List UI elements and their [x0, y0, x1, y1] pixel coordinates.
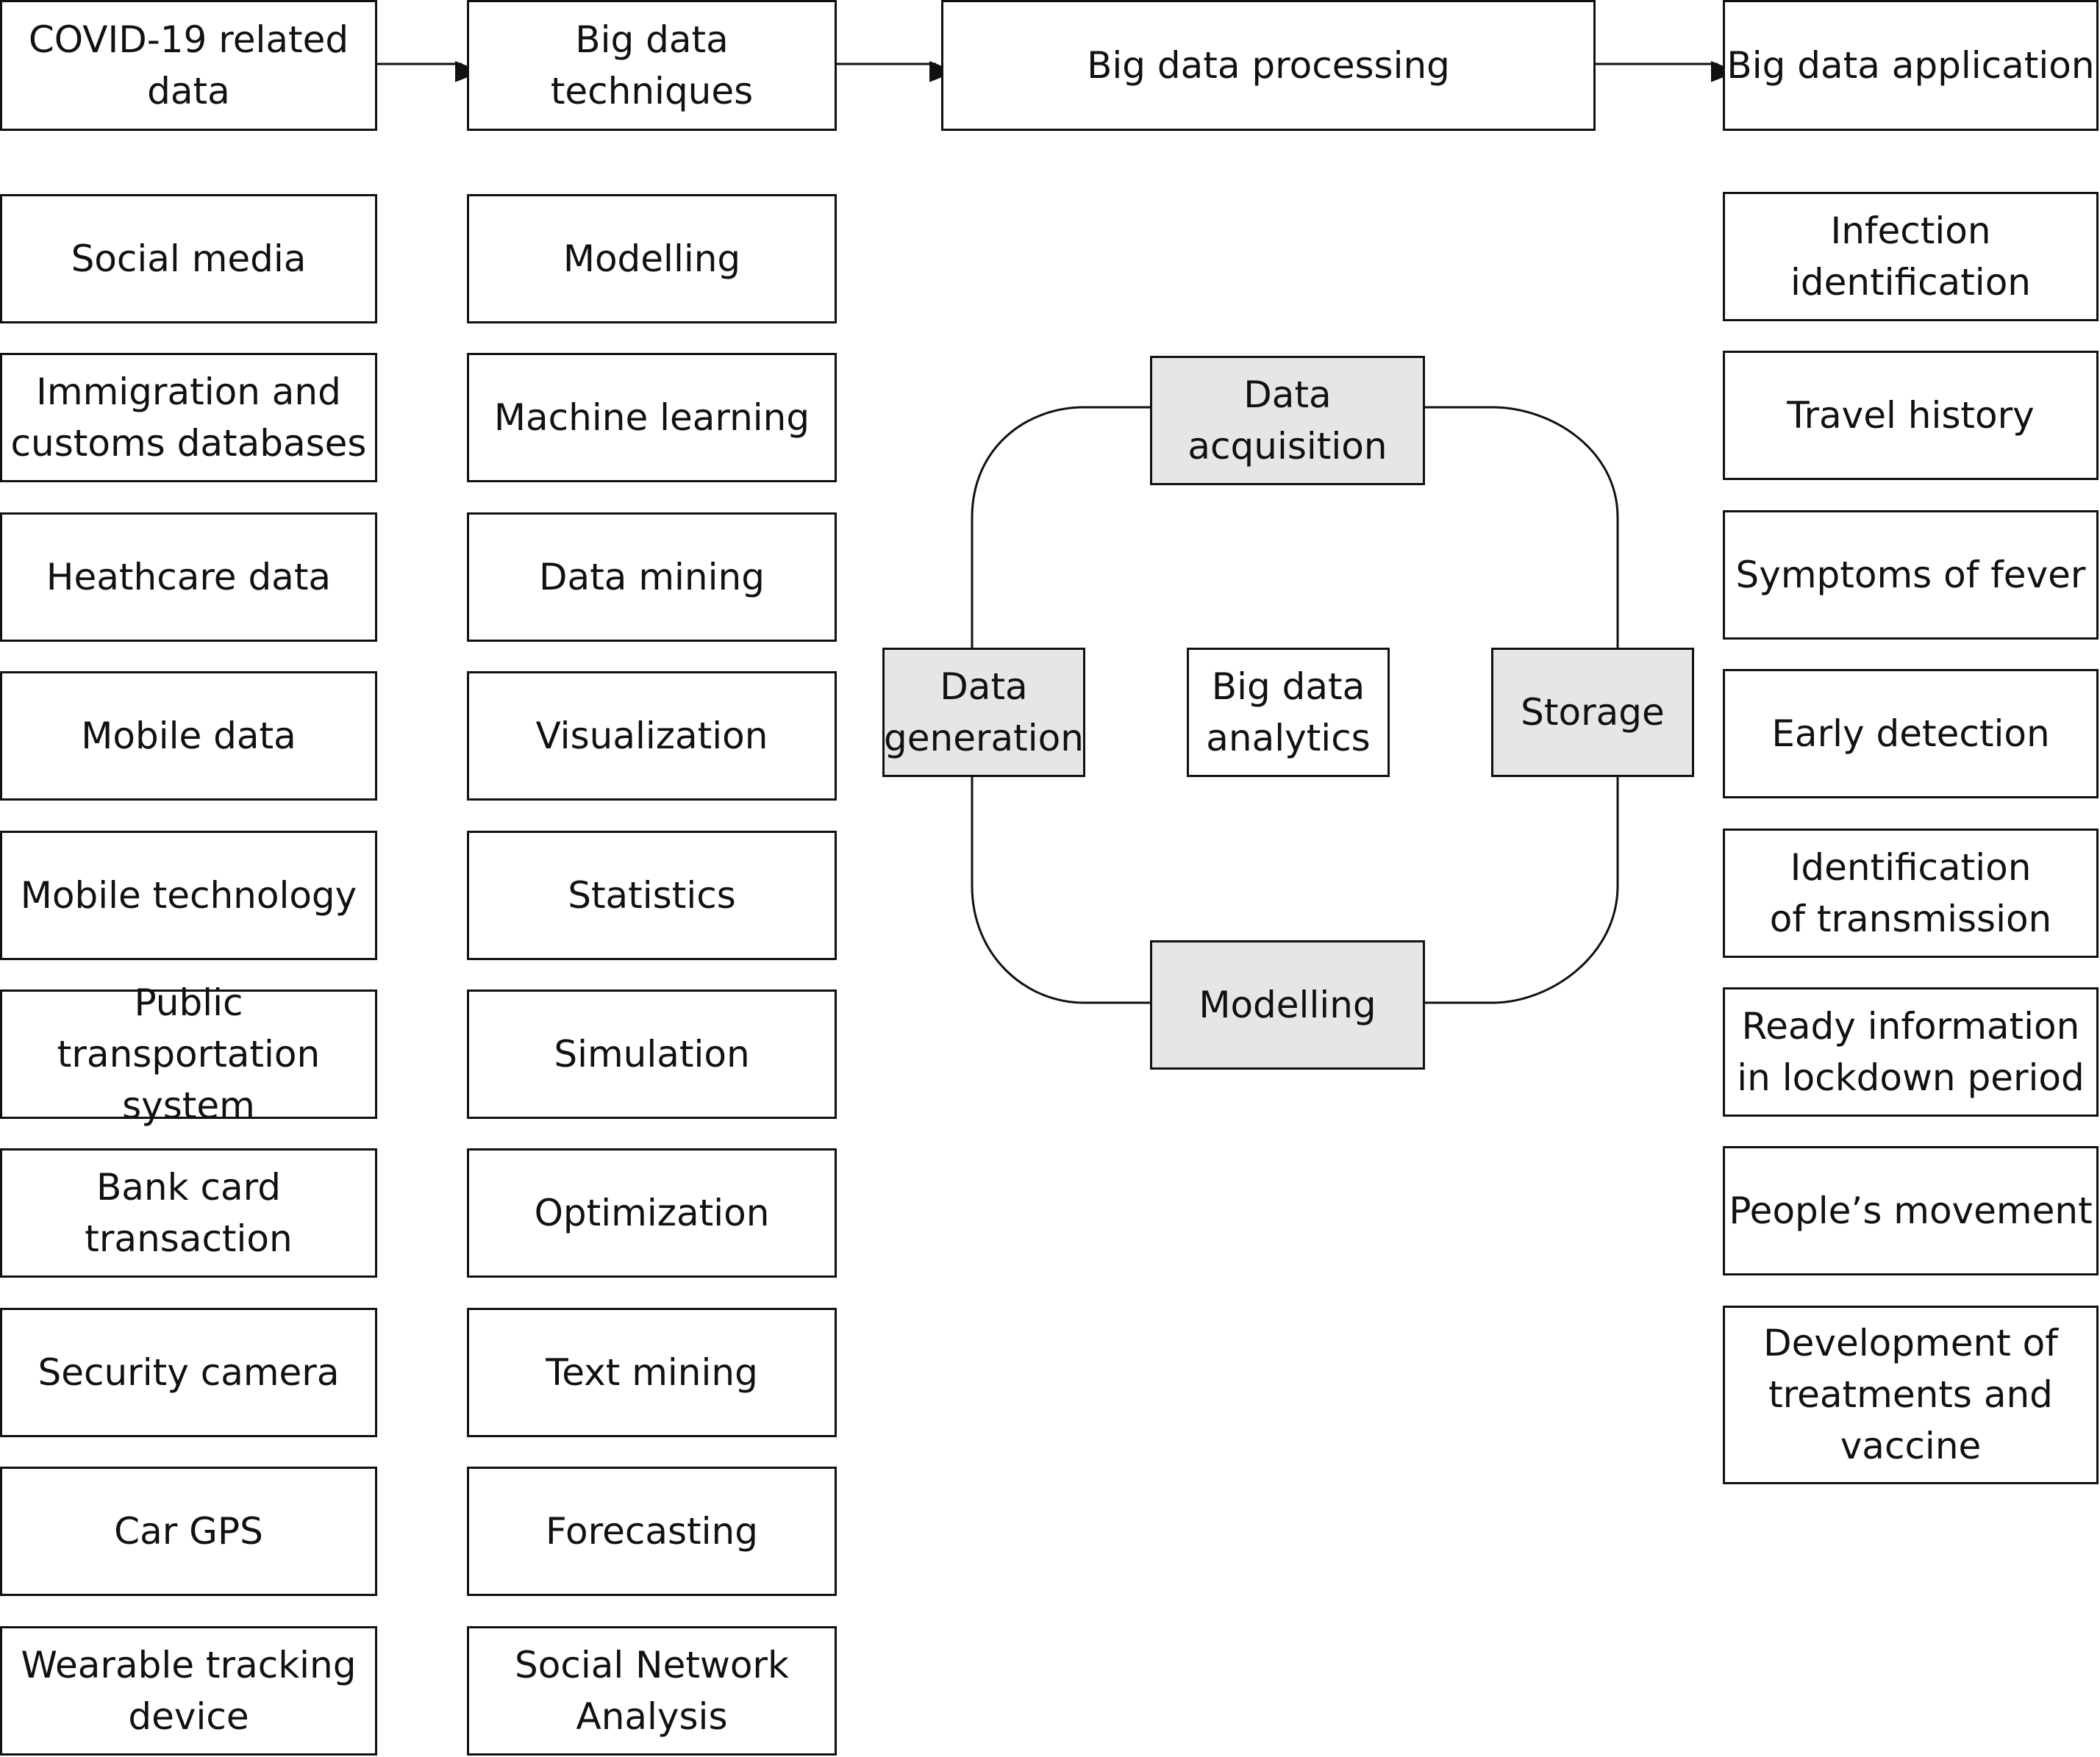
application-box-1: Infection identification: [1723, 192, 2099, 321]
source-box-8: Security camera: [0, 1307, 377, 1437]
technique-box-9: Forecasting: [467, 1467, 837, 1597]
cycle-modelling: Modelling: [1150, 940, 1425, 1070]
source-box-9: Car GPS: [0, 1467, 377, 1597]
application-box-2: Travel history: [1723, 351, 2099, 481]
source-box-6: Public transportation system: [0, 981, 377, 1127]
source-box-5: Mobile technology: [0, 830, 377, 960]
technique-box-3: Data mining: [467, 512, 837, 642]
cycle-big-data-analytics: Big data analytics: [1187, 648, 1390, 777]
technique-box-5: Statistics: [467, 830, 837, 960]
technique-box-4: Visualization: [467, 671, 837, 801]
application-box-4: Early detection: [1723, 669, 2099, 799]
source-box-7: Bank card transaction: [0, 1148, 377, 1278]
technique-box-10: Social Network Analysis: [467, 1625, 837, 1756]
application-box-6: Ready information in lockdown period: [1723, 987, 2099, 1117]
source-box-3: Heathcare data: [0, 512, 377, 642]
technique-box-8: Text mining: [467, 1307, 837, 1437]
header-big-data-application: Big data application: [1723, 0, 2099, 131]
cycle-data-acquisition: Data acquisition: [1150, 356, 1425, 485]
cycle-arc-bottom-left: [971, 777, 1150, 1004]
cycle-arc-bottom-right: [1425, 777, 1619, 1004]
cycle-arc-top-right: [1425, 406, 1619, 648]
cycle-arc-top-left: [971, 406, 1150, 648]
technique-box-2: Machine learning: [467, 353, 837, 483]
application-box-7: People’s movement: [1723, 1146, 2099, 1276]
cycle-data-generation: Data generation: [882, 648, 1085, 777]
source-box-4: Mobile data: [0, 671, 377, 801]
application-box-8: Development of treatments and vaccine: [1723, 1305, 2099, 1484]
source-box-1: Social media: [0, 194, 377, 323]
application-box-3: Symptoms of fever: [1723, 509, 2099, 640]
header-big-data-processing: Big data processing: [941, 0, 1596, 131]
source-box-10: Wearable tracking device: [0, 1625, 377, 1756]
technique-box-6: Simulation: [467, 990, 837, 1119]
source-box-2: Immigration and customs databases: [0, 353, 377, 483]
header-big-data-techniques: Big data techniques: [467, 0, 837, 131]
technique-box-7: Optimization: [467, 1148, 837, 1278]
application-box-5: Identification of transmission: [1723, 828, 2099, 958]
technique-box-1: Modelling: [467, 194, 837, 323]
cycle-storage: Storage: [1491, 648, 1694, 777]
header-covid-data: COVID-19 related data: [0, 0, 377, 131]
